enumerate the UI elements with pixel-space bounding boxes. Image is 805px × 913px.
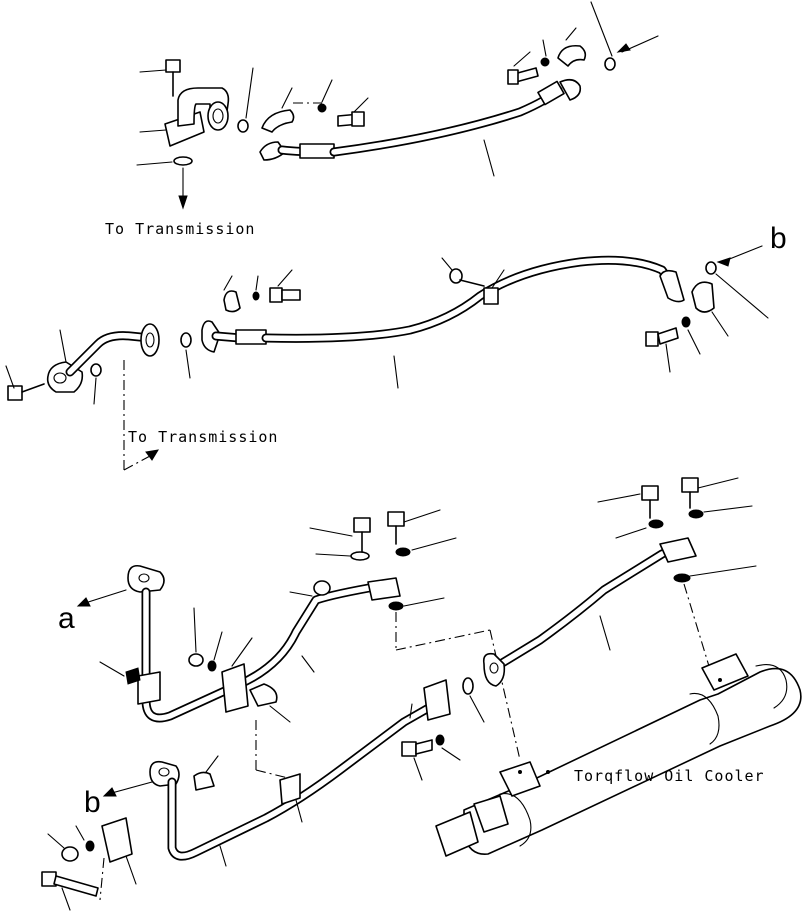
washer-bottom-5 [435, 734, 445, 746]
split-flange-middle [223, 290, 241, 313]
top-assembly: To Transmission [105, 1, 659, 238]
washer-top-2 [540, 57, 550, 67]
bolt-top-1 [337, 111, 365, 127]
flange-a [127, 564, 165, 593]
bottom-assembly: a [41, 477, 802, 911]
oil-cooler-label: Torqflow Oil Cooler [574, 767, 765, 785]
washer-bottom-4 [207, 660, 217, 672]
to-transmission-label-top: To Transmission [105, 220, 255, 238]
clip-small-b [193, 771, 215, 791]
o-ring-elbow [173, 156, 193, 166]
o-ring-top [237, 119, 249, 133]
split-flange-middle-right [691, 281, 715, 313]
washer-middle-1 [252, 291, 260, 301]
elbow-fitting-top [164, 87, 230, 147]
bolt-top-elbow [165, 59, 181, 97]
bolt-cooler-1 [641, 485, 659, 519]
pipe-cooler-flange-left [482, 652, 506, 687]
pipe-a-bracket [367, 577, 401, 601]
washer-middle-2 [681, 316, 691, 328]
bolt-bottom-left [41, 871, 99, 897]
ref-letter-b-right: b [770, 222, 787, 255]
nut-bottom-3 [61, 846, 79, 862]
hose-middle [201, 255, 685, 353]
nut-bottom-1 [313, 580, 331, 596]
oil-cooler [435, 653, 802, 857]
elbow-pipe-middle [46, 323, 160, 393]
ref-letter-b-left: b [84, 786, 101, 819]
bolt-middle-left [7, 383, 45, 401]
middle-assembly: To Transmission [5, 222, 787, 471]
washer-bottom-3 [388, 601, 404, 611]
bolt-bottom-2 [387, 511, 405, 545]
o-ring-middle-left [90, 363, 102, 377]
o-ring-middle [180, 332, 192, 348]
clip-bolt-middle [449, 268, 485, 287]
clip-pipe-b [279, 773, 301, 805]
washer-cooler-2 [688, 509, 704, 519]
split-flange-top-2 [557, 44, 587, 67]
hose-top [259, 78, 582, 161]
clip-bottom [249, 683, 278, 707]
ref-letter-a: a [58, 602, 75, 635]
to-transmission-label-middle: To Transmission [128, 428, 278, 446]
bracket-bottom-left [101, 817, 133, 863]
bolt-middle-2 [645, 327, 679, 347]
washer-bottom-1 [350, 551, 370, 561]
o-ring-middle-right [705, 261, 717, 275]
washer-cooler-3 [673, 573, 691, 583]
o-ring-top-2 [604, 57, 616, 71]
pipe-cooler-flange-right [659, 537, 697, 563]
clamp-a [125, 667, 161, 705]
washer-top-1 [317, 103, 327, 113]
split-flange-top [261, 109, 295, 133]
bolt-bottom-3 [401, 739, 433, 757]
washer-bottom-6 [85, 840, 95, 852]
pipe-b-flange [423, 679, 451, 721]
bolt-middle-1 [269, 287, 301, 303]
clip-bracket-bottom [221, 663, 249, 713]
washer-cooler-1 [648, 519, 664, 529]
nut-bottom-2 [188, 653, 204, 667]
washer-bottom-2 [395, 547, 411, 557]
bolt-cooler-2 [681, 477, 699, 509]
bolt-top-2 [507, 67, 539, 85]
o-ring-bottom [462, 677, 474, 695]
